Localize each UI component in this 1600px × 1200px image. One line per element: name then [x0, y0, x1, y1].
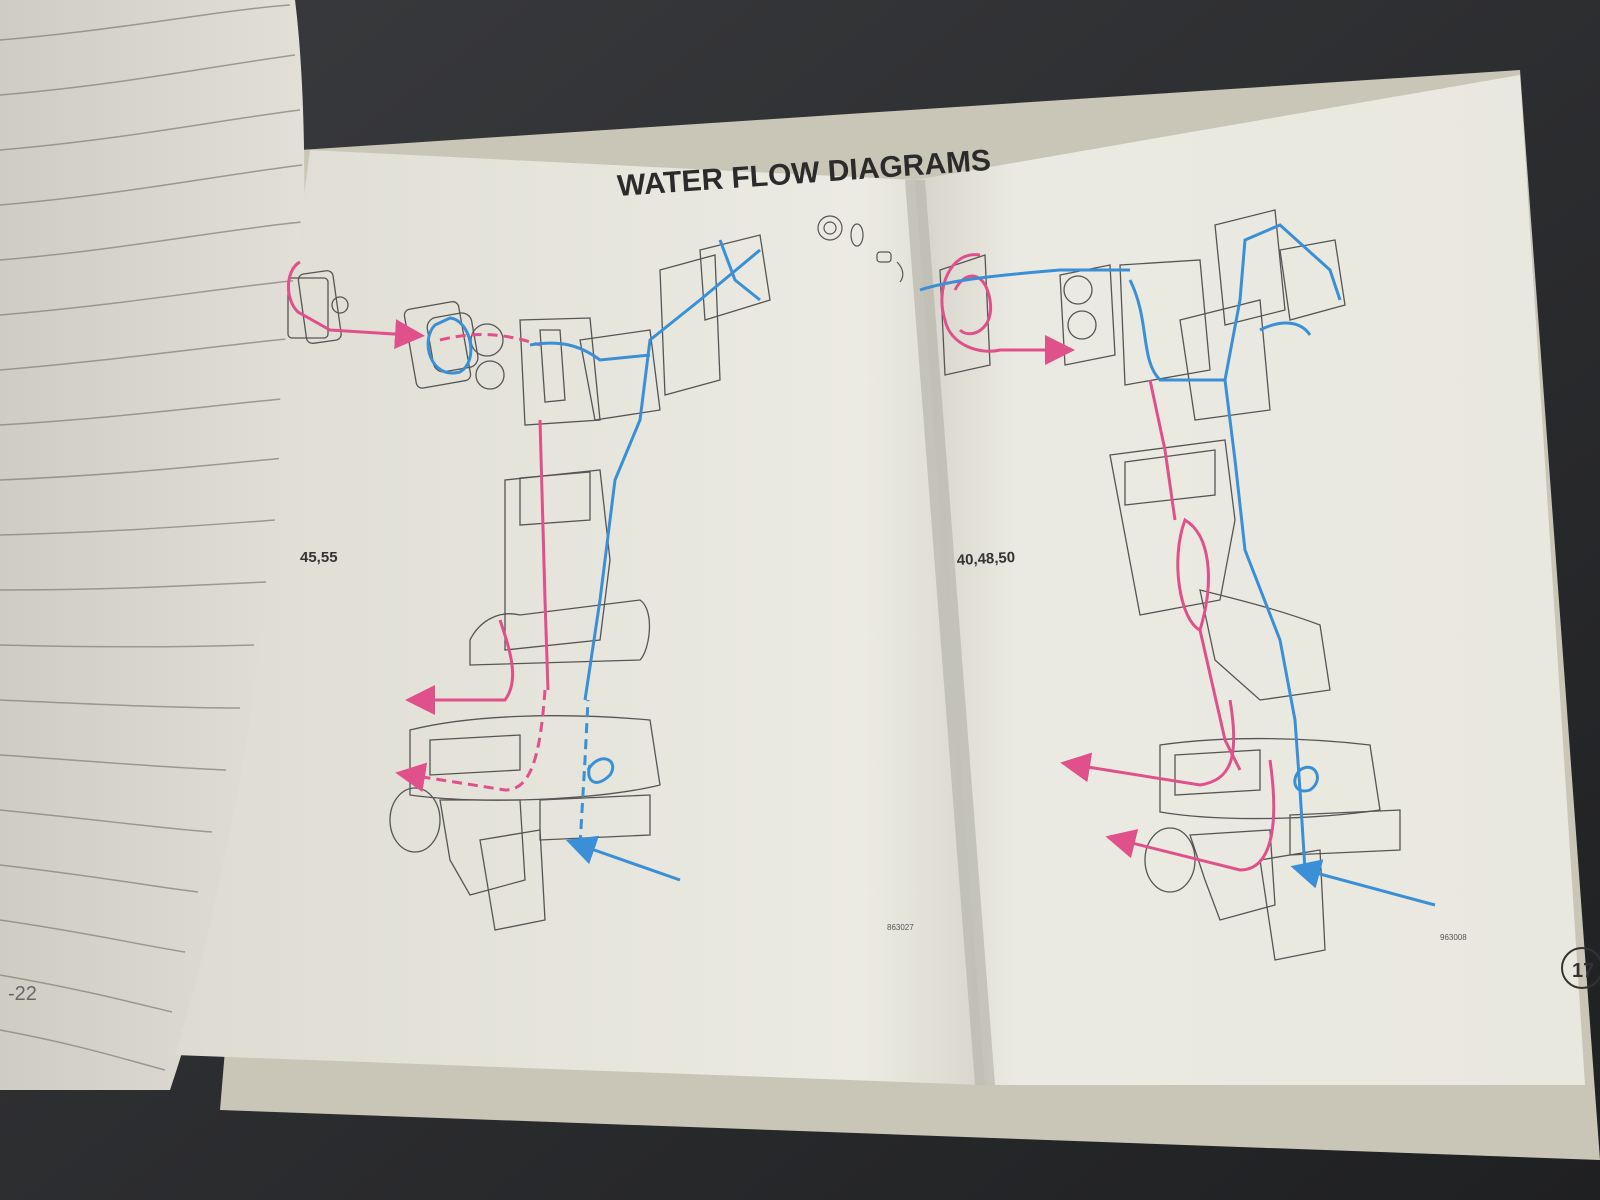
small-parts-illustration	[817, 215, 904, 283]
left-diagram-models-label: 45,55	[300, 549, 338, 566]
right-flow-cool	[919, 223, 1436, 907]
right-page-number-badge: 17	[1561, 947, 1600, 989]
left-flow-warm	[287, 260, 550, 793]
left-page-number: -22	[8, 983, 37, 1005]
right-diagram-models-label: 40,48,50	[956, 549, 1015, 569]
left-figure-code: 863027	[887, 923, 914, 932]
spine-shadow	[905, 180, 995, 1085]
curled-page-stack	[0, 0, 305, 1090]
left-engine-diagram	[287, 234, 771, 931]
left-flow-cool	[426, 239, 761, 882]
left-page	[175, 150, 985, 1085]
right-page-number: 17	[1572, 960, 1594, 982]
right-flow-warm	[940, 253, 1276, 872]
right-figure-code: 963008	[1440, 933, 1467, 942]
right-page	[915, 75, 1585, 1085]
